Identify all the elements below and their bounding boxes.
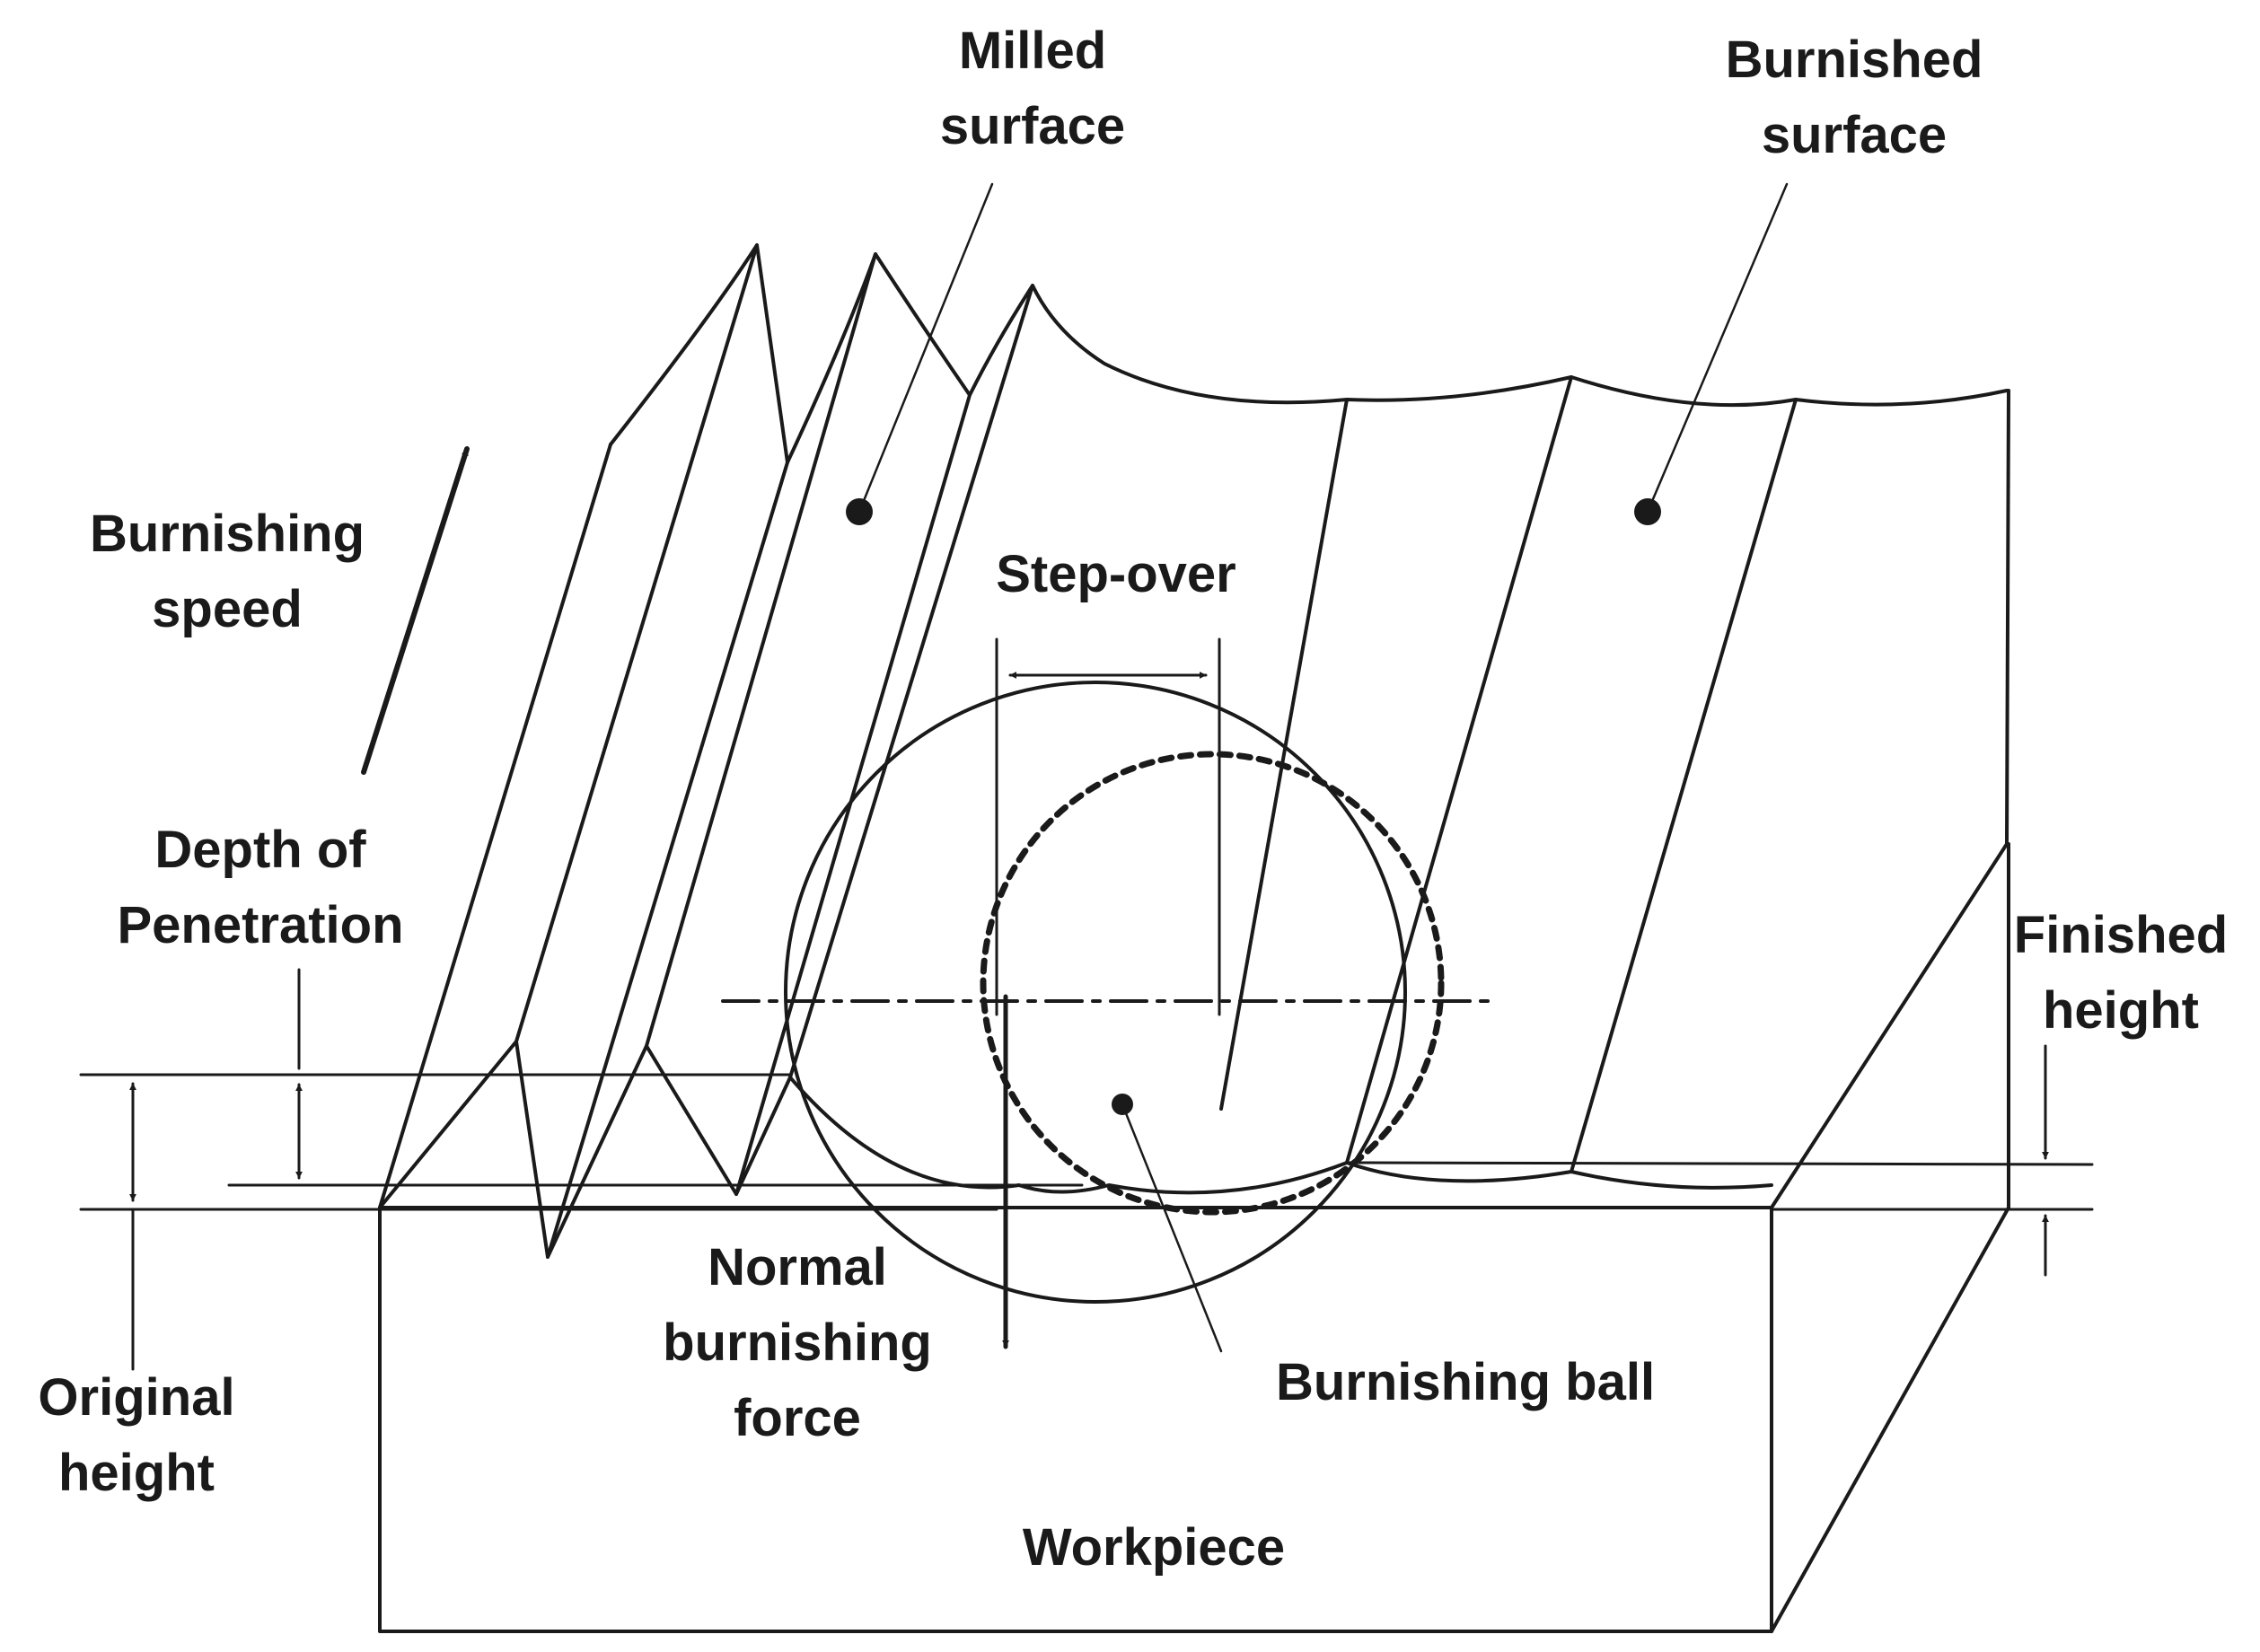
burnishing-ball-label: Burnishing ball xyxy=(1275,1353,1656,1411)
step-over-dimension xyxy=(995,637,1221,1016)
leader-dots xyxy=(846,498,1661,1115)
front-surface-profile xyxy=(378,1040,1773,1259)
left-ridge-edge xyxy=(378,443,612,1209)
step-over-label: Step-over xyxy=(996,545,1236,603)
burnishing-ball-dashed xyxy=(980,751,1445,1216)
burnishing-ball-solid xyxy=(784,681,1407,1304)
workpiece-label: Workpiece xyxy=(1022,1518,1286,1577)
height-reference-lines xyxy=(79,1073,2094,1211)
surface-groove-lines xyxy=(514,243,1798,1259)
burnishing-speed-arrow xyxy=(361,446,470,775)
leader-lines xyxy=(857,182,1789,1353)
back-surface-profile xyxy=(609,243,2009,464)
workpiece-block xyxy=(378,389,2010,1633)
